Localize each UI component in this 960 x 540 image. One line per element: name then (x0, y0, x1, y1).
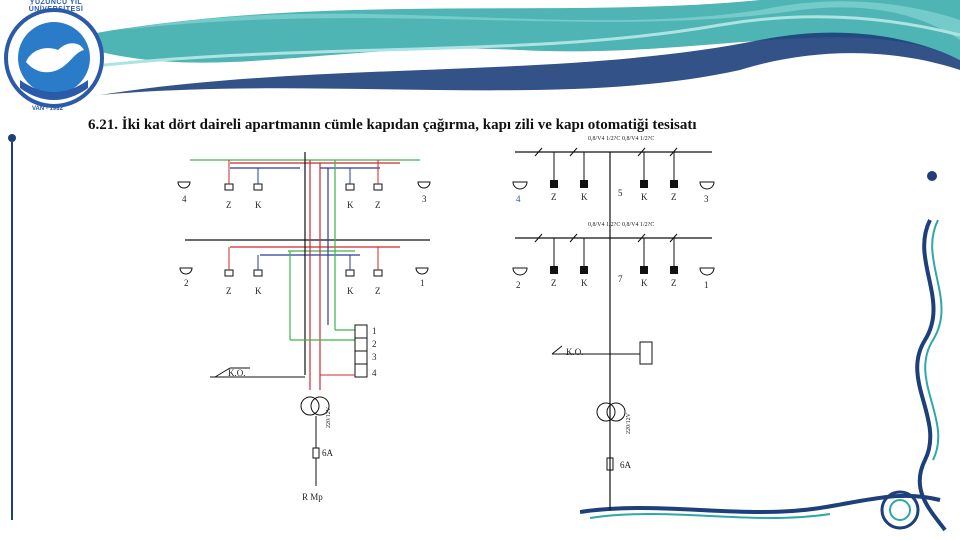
left-diagram: 4 Z K K Z 3 2 Z K K Z (177, 152, 431, 502)
right-transformer-label: 220/12V (626, 412, 632, 434)
right-cable-label-1: 0,8/V4 1/2?C (588, 136, 620, 142)
left-ko-label: K.O. (228, 368, 246, 378)
right-bottom-label-z1: Z (551, 278, 557, 288)
right-bottom-label-2: 2 (516, 280, 521, 290)
left-panel-number-1: 1 (372, 326, 377, 336)
right-top-devices (512, 152, 715, 190)
left-bottom-label-1: 1 (420, 278, 425, 288)
left-transformer-label: 220/12V (326, 406, 332, 428)
right-fuse-label: 6A (620, 460, 632, 470)
right-bottom-label-k2: K (641, 278, 648, 288)
right-bottom-devices (512, 238, 715, 276)
right-bottom-label-1: 1 (704, 280, 709, 290)
right-riser-number-7: 7 (618, 274, 623, 284)
left-top-label-4: 4 (182, 194, 187, 204)
right-bottom-label-z2: Z (671, 278, 677, 288)
right-cable-label-3: 0,8/V4 1/2?C (588, 222, 620, 228)
right-top-label-k2: K (641, 192, 648, 202)
left-bottom-label-k1: K (255, 286, 262, 296)
left-top-label-z1: Z (226, 200, 232, 210)
left-bottom-label-z2: Z (375, 286, 381, 296)
left-edge-line (8, 134, 16, 520)
right-riser-number-5: 5 (618, 188, 623, 198)
wiring-diagram: 4 Z K K Z 3 2 Z K K Z (177, 136, 715, 510)
left-panel-number-4: 4 (372, 368, 377, 378)
right-top-label-z1: Z (551, 192, 557, 202)
left-bottom-devices (179, 247, 429, 277)
left-entrance-panel (354, 324, 368, 378)
logo-text: YÜZÜNCÜ YIL ÜNİVERSİTESİ (28, 0, 84, 13)
left-fuse-label: 6A (322, 448, 334, 458)
left-top-label-k1: K (255, 200, 262, 210)
right-top-label-z2: Z (671, 192, 677, 202)
right-cable-label-2: 0,8/V4 1/2?C (622, 136, 654, 142)
university-logo: YÜZÜNCÜ YIL ÜNİVERSİTESİ VAN - 1982 (2, 0, 106, 120)
left-source-label: R Mp (302, 492, 323, 502)
left-top-devices (177, 160, 431, 191)
right-cable-label-4: 0,8/V4 1/2?C (622, 222, 654, 228)
bottom-knot-decoration (580, 490, 941, 530)
right-bottom-label-k1: K (581, 278, 588, 288)
slide-title: 6.21. İki kat dört daireli apartmanın cü… (88, 117, 697, 133)
left-bottom-label-2: 2 (184, 278, 189, 288)
left-bottom-label-z1: Z (226, 286, 232, 296)
left-top-label-3: 3 (422, 194, 427, 204)
right-entrance-panel (639, 341, 653, 365)
right-diagram: 0,8/V4 1/2?C 0,8/V4 1/2?C 0,8/V4 1/2?C 0… (512, 136, 715, 510)
right-ko-label: K.O. (566, 347, 584, 357)
left-panel-number-3: 3 (372, 352, 377, 362)
top-wave-decoration (59, 0, 960, 95)
left-bottom-label-k2: K (347, 286, 354, 296)
logo-emblem-icon (4, 8, 104, 108)
logo-year: VAN - 1982 (32, 106, 63, 112)
right-top-label-k1: K (581, 192, 588, 202)
left-top-label-k2: K (347, 200, 354, 210)
left-top-label-z2: Z (375, 200, 381, 210)
right-top-label-3: 3 (704, 194, 709, 204)
right-top-label-4: 4 (516, 194, 521, 204)
right-knot-decoration (915, 171, 947, 532)
left-panel-number-2: 2 (372, 339, 377, 349)
